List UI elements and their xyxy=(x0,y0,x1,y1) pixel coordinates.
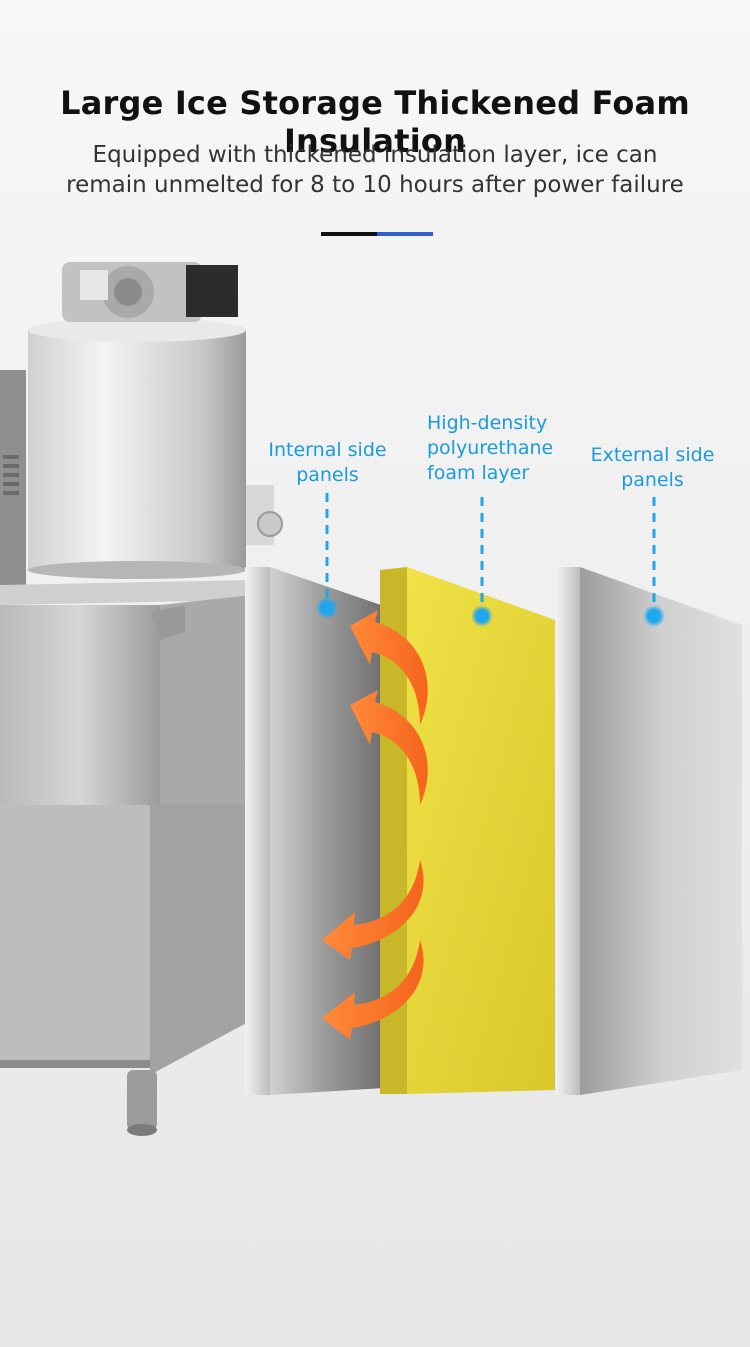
label-foam-layer: High-density polyurethane foam layer xyxy=(405,411,580,486)
internal-marker-dot xyxy=(316,597,338,619)
label-foam-line-2: polyurethane xyxy=(427,437,554,459)
subtitle-line-1: Equipped with thickened insulation layer… xyxy=(92,142,658,168)
heat-flow-arrows xyxy=(322,610,428,1040)
label-internal-side-panels: Internal side panels xyxy=(250,438,405,488)
foam-marker-dot xyxy=(471,605,493,627)
divider-dark-segment xyxy=(321,232,377,236)
internal-side-panel xyxy=(245,567,384,1095)
label-external-line-1: External side xyxy=(590,444,715,466)
heat-arrow-icon xyxy=(350,610,428,725)
ice-machine xyxy=(0,262,283,1136)
external-marker-dot xyxy=(643,605,665,627)
external-side-panel xyxy=(556,567,742,1095)
label-external-side-panels: External side panels xyxy=(575,443,730,493)
heat-arrow-icon xyxy=(322,940,424,1040)
page-subtitle: Equipped with thickened insulation layer… xyxy=(40,140,710,200)
title-divider xyxy=(321,232,433,236)
page-title: Large Ice Storage Thickened Foam Insulat… xyxy=(60,84,690,160)
divider-blue-segment xyxy=(377,232,433,236)
label-foam-line-1: High-density xyxy=(427,412,548,434)
callout-leaders xyxy=(325,493,656,608)
heat-arrow-icon xyxy=(350,690,428,805)
subtitle-line-2: remain unmelted for 8 to 10 hours after … xyxy=(66,172,684,198)
label-internal-line-1: Internal side xyxy=(268,439,387,461)
heat-arrow-icon xyxy=(322,860,424,960)
label-foam-line-3: foam layer xyxy=(427,462,530,484)
label-external-line-2: panels xyxy=(621,469,684,491)
label-internal-line-2: panels xyxy=(296,464,359,486)
polyurethane-foam-layer xyxy=(380,567,555,1094)
